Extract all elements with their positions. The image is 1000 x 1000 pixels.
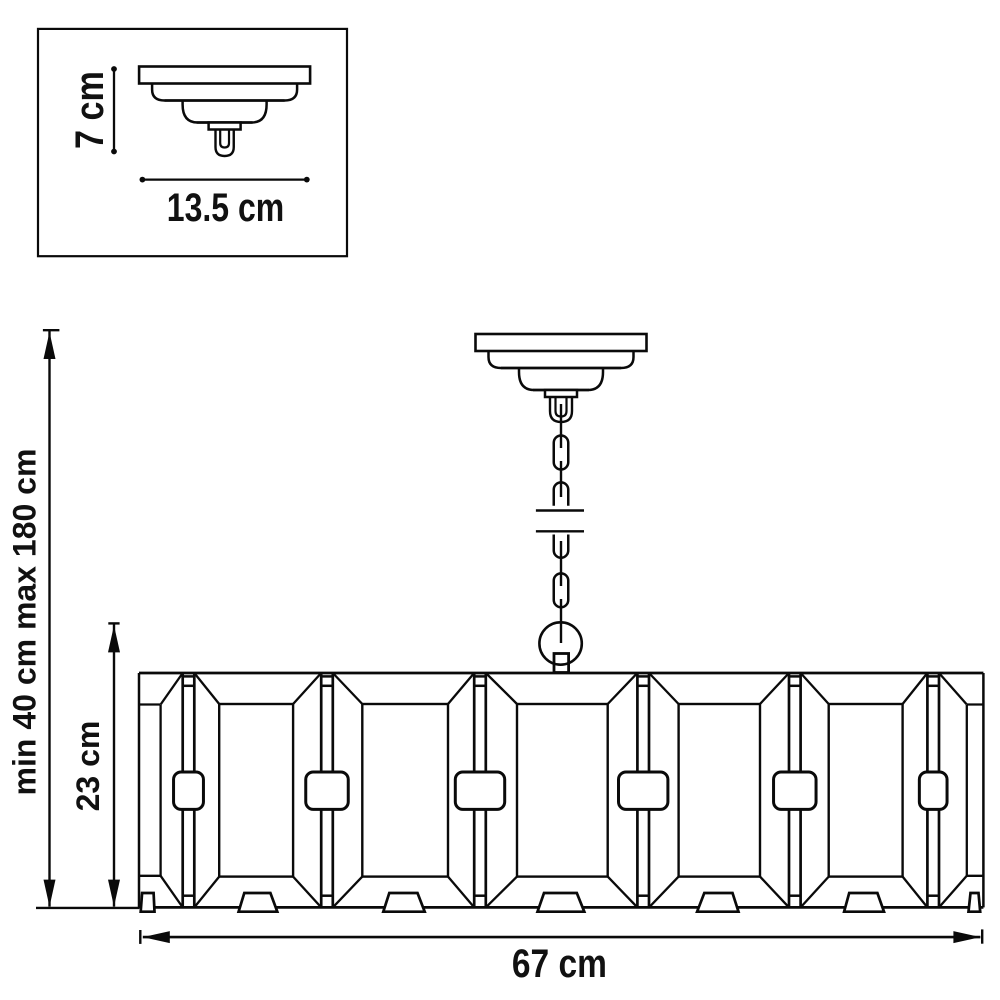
svg-text:67 cm: 67 cm xyxy=(512,941,607,985)
svg-text:7 cm: 7 cm xyxy=(66,71,111,149)
svg-text:23 cm: 23 cm xyxy=(70,721,106,812)
svg-text:13.5 cm: 13.5 cm xyxy=(167,185,284,230)
svg-text:min 40 cm max 180 cm: min 40 cm max 180 cm xyxy=(7,449,43,796)
